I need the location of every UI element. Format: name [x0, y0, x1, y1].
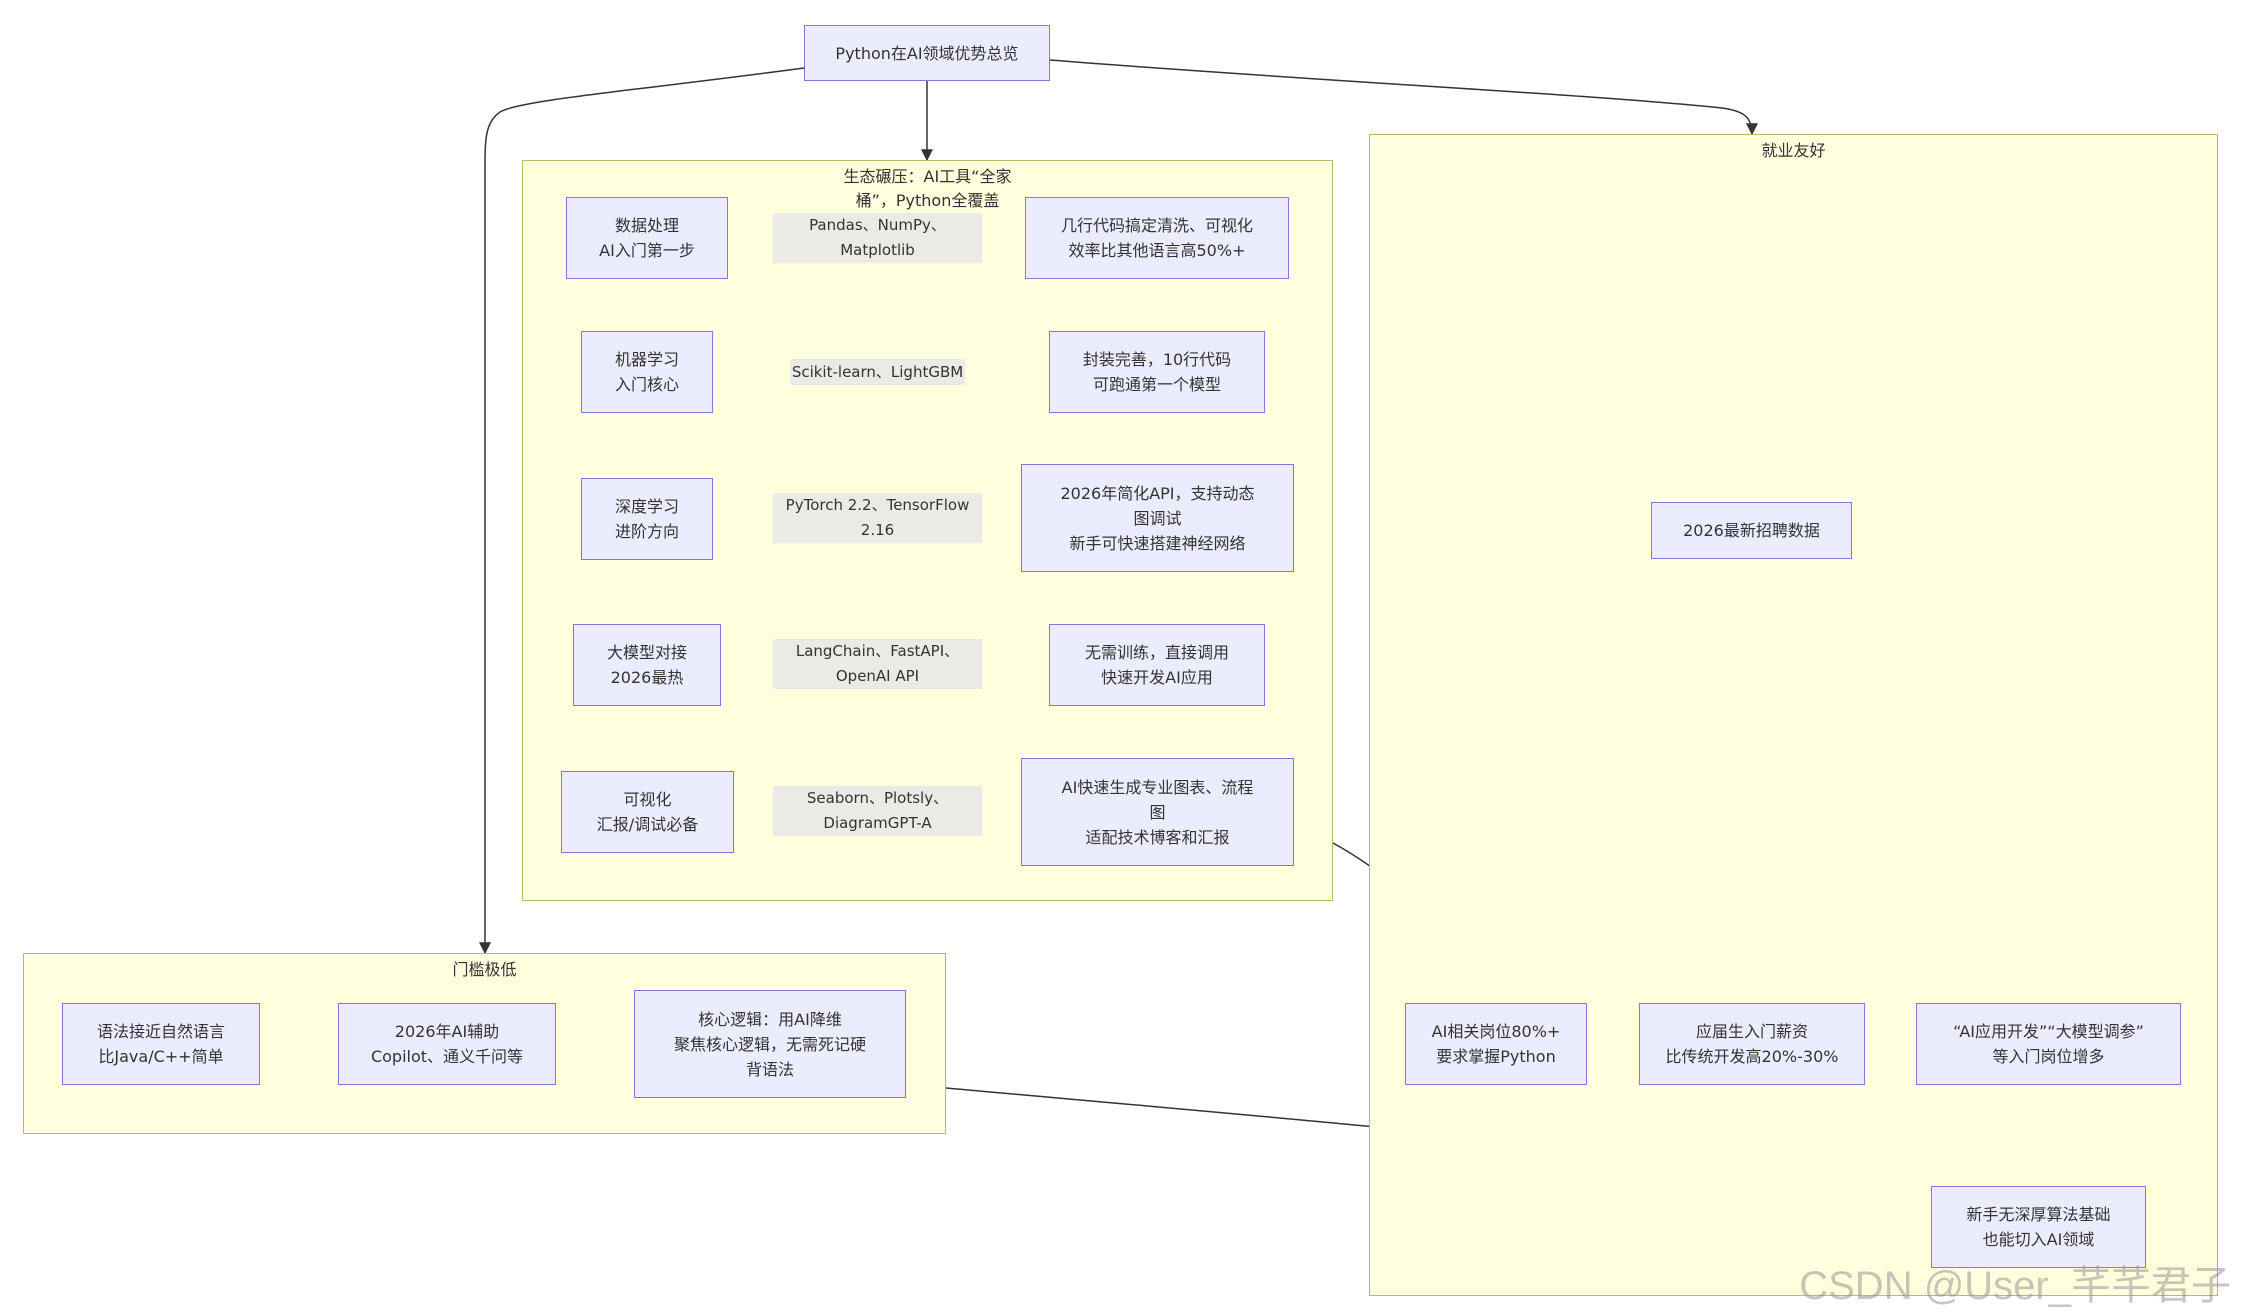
- node-llm[interactable]: 大模型对接 2026最热: [573, 624, 721, 706]
- node-ml-result[interactable]: 封装完善，10行代码 可跑通第一个模型: [1049, 331, 1265, 413]
- node-machine-learning[interactable]: 机器学习 入门核心: [581, 331, 713, 413]
- cluster-jobs-title: 就业友好: [1761, 141, 1826, 160]
- edge-label-data-libs: Pandas、NumPy、 Matplotlib: [773, 213, 982, 263]
- node-llm-result[interactable]: 无需训练，直接调用 快速开发AI应用: [1049, 624, 1265, 706]
- cluster-threshold-title: 门槛极低: [452, 960, 517, 979]
- edge-label-ml-libs: Scikit-learn、LightGBM: [790, 359, 965, 385]
- cluster-ecosystem-title: 生态碾压：AI工具“全家 桶”，Python全覆盖: [843, 167, 1012, 210]
- node-vis-result[interactable]: AI快速生成专业图表、流程 图 适配技术博客和汇报: [1021, 758, 1294, 866]
- cluster-jobs: 就业友好: [1369, 134, 2218, 1296]
- node-job-newbie[interactable]: 新手无深厚算法基础 也能切入AI领域: [1931, 1186, 2146, 1268]
- node-ai-assist[interactable]: 2026年AI辅助 Copilot、通义千问等: [338, 1003, 556, 1085]
- watermark: CSDN @User_芊芊君子: [1799, 1264, 2231, 1308]
- node-syntax[interactable]: 语法接近自然语言 比Java/C++简单: [62, 1003, 260, 1085]
- node-data-result[interactable]: 几行代码搞定清洗、可视化 效率比其他语言高50%+: [1025, 197, 1289, 279]
- node-job-salary[interactable]: 应届生入门薪资 比传统开发高20%-30%: [1639, 1003, 1865, 1085]
- node-deep-learning[interactable]: 深度学习 进阶方向: [581, 478, 713, 560]
- node-job-python[interactable]: AI相关岗位80%+ 要求掌握Python: [1405, 1003, 1587, 1085]
- node-job-positions[interactable]: “AI应用开发”“大模型调参” 等入门岗位增多: [1916, 1003, 2181, 1085]
- node-core-logic[interactable]: 核心逻辑：用AI降维 聚焦核心逻辑，无需死记硬 背语法: [634, 990, 906, 1098]
- edge-root-to-threshold: [479, 67, 805, 955]
- root-node[interactable]: Python在AI领域优势总览: [804, 25, 1050, 81]
- edge-root-to-jobs: [1049, 59, 1758, 136]
- edge-label-vis-libs: Seaborn、Plotsly、 DiagramGPT-A: [773, 786, 982, 836]
- node-dl-result[interactable]: 2026年简化API，支持动态 图调试 新手可快速搭建神经网络: [1021, 464, 1294, 572]
- node-data-processing[interactable]: 数据处理 AI入门第一步: [566, 197, 728, 279]
- edge-label-dl-libs: PyTorch 2.2、TensorFlow 2.16: [773, 493, 982, 543]
- node-recruit-data[interactable]: 2026最新招聘数据: [1651, 502, 1852, 559]
- node-visualization[interactable]: 可视化 汇报/调试必备: [561, 771, 734, 853]
- edge-label-llm-libs: LangChain、FastAPI、 OpenAI API: [773, 639, 982, 689]
